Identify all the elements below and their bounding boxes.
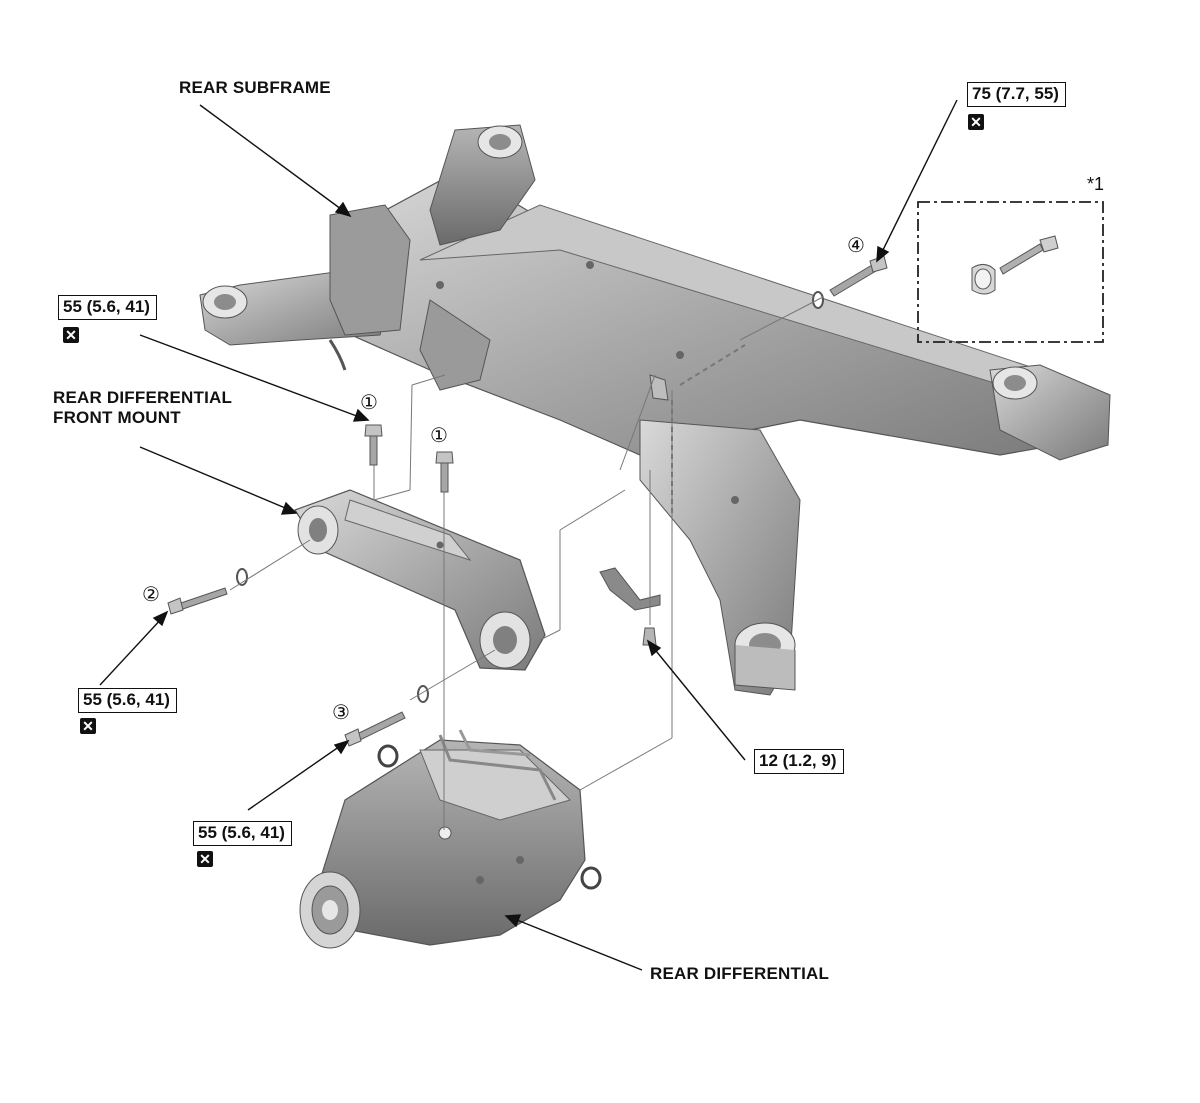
- rear-differential-front-mount: [294, 489, 546, 671]
- inset-detail: [917, 201, 1104, 343]
- torque-spec-lower-left: 55 (5.6, 41): [193, 821, 292, 846]
- torque-spec-upper-left: 55 (5.6, 41): [58, 295, 157, 320]
- callout-2: ②: [142, 582, 160, 606]
- torque-spec-bracket-bolt: 12 (1.2, 9): [754, 749, 844, 774]
- bolt-3: [344, 685, 429, 747]
- inset-marker: *1: [1087, 174, 1105, 194]
- callout-4: ④: [847, 233, 865, 257]
- bolt-1b: [435, 451, 454, 493]
- dashed-bolt-path-2: [679, 344, 746, 386]
- assembly-lines: [229, 296, 824, 830]
- x-box-icon: ✕: [80, 718, 96, 734]
- torque-spec-mid-left: 55 (5.6, 41): [78, 688, 177, 713]
- rear-subframe-label: REAR SUBFRAME: [179, 78, 331, 97]
- bolt-4: [812, 255, 888, 309]
- rear-subframe: [199, 124, 1111, 696]
- rear-differential: [299, 729, 586, 949]
- x-box-icon: ✕: [197, 851, 213, 867]
- fasteners: [167, 255, 888, 890]
- callout-1a: ①: [360, 390, 378, 414]
- bolt-1a: [364, 424, 383, 466]
- callout-1b: ①: [430, 423, 448, 447]
- callout-3: ③: [332, 700, 350, 724]
- leader-lines: [99, 99, 958, 971]
- front-mount-label-line2: FRONT MOUNT: [53, 408, 181, 427]
- front-mount-label-line1: REAR DIFFERENTIAL: [53, 388, 233, 407]
- rear-differential-label: REAR DIFFERENTIAL: [650, 964, 830, 983]
- x-box-icon: ✕: [968, 114, 984, 130]
- torque-spec-top-right: 75 (7.7, 55): [967, 82, 1066, 107]
- bolt-2: [167, 568, 248, 615]
- x-box-icon: ✕: [63, 327, 79, 343]
